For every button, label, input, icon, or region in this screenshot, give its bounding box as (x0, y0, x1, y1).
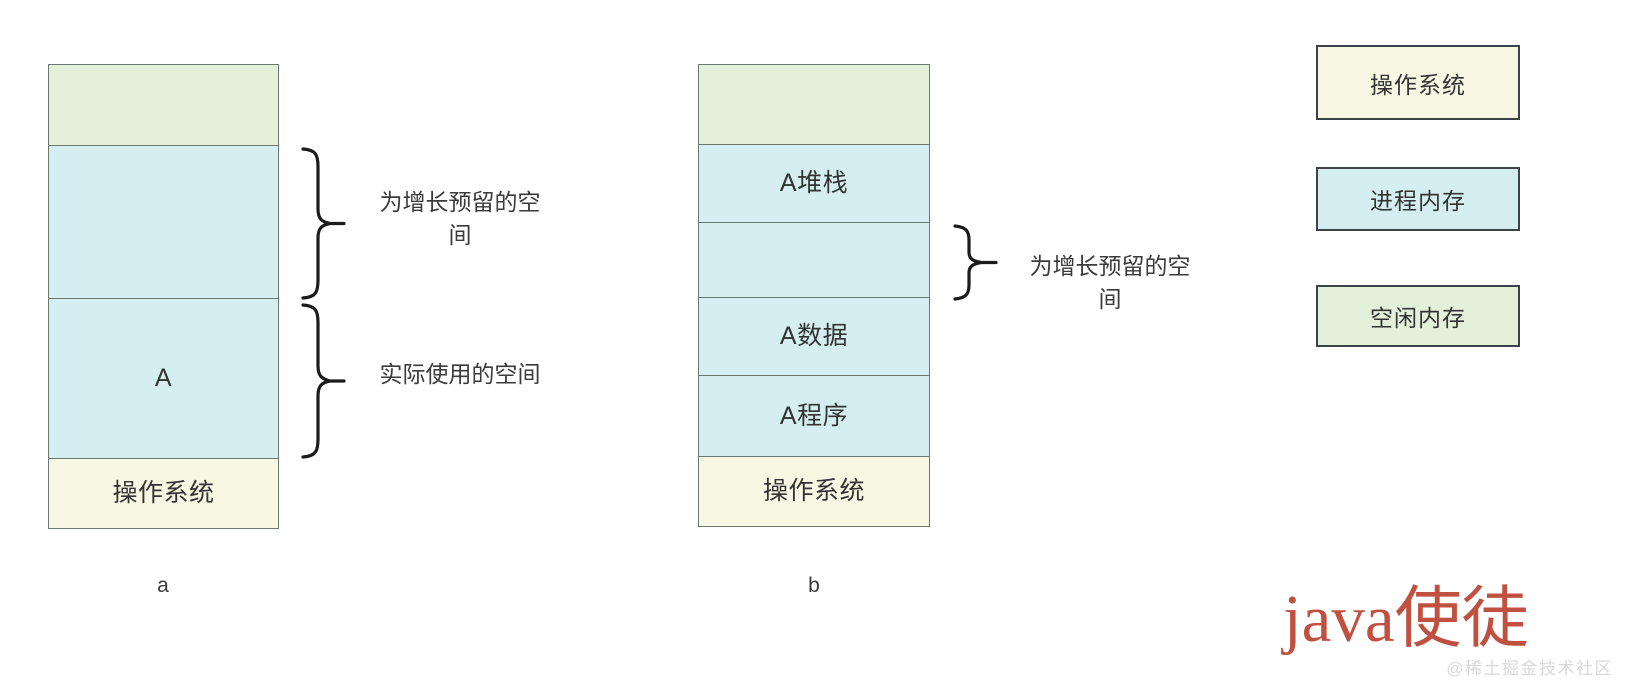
segment-b-reserved (698, 221, 930, 299)
segment-label: A堆栈 (779, 169, 849, 198)
watermark-brand: java使徒 (1283, 582, 1529, 656)
watermark: java使徒 @稀土掘金技术社区 (1283, 584, 1613, 684)
segment-a-reserved (48, 145, 279, 300)
legend-item-os: 操作系统 (1316, 45, 1520, 120)
column-a-caption: a (157, 574, 169, 597)
memory-column-b: A堆栈 A数据 A程序 操作系统 (698, 64, 930, 531)
brace-a-reserved-line1: 为增长预留的空 (379, 189, 541, 215)
segment-b-data: A数据 (698, 297, 930, 377)
brace-a-reserved-line2: 间 (448, 221, 472, 248)
brace-a-used (300, 303, 346, 459)
brace-b-reserved (952, 224, 998, 301)
segment-b-stack: A堆栈 (698, 144, 930, 224)
brace-a-used-line1: 实际使用的空间 (379, 361, 541, 387)
legend-item-process-memory: 进程内存 (1316, 167, 1520, 231)
segment-a-free (48, 64, 279, 147)
brace-a-reserved-label: 为增长预留的空 间 (360, 186, 560, 251)
column-b-caption: b (808, 574, 820, 597)
segment-a-os: 操作系统 (48, 458, 279, 530)
segment-label: A (154, 364, 173, 393)
brace-b-reserved-label: 为增长预留的空 间 (1010, 250, 1210, 315)
segment-b-program: A程序 (698, 374, 930, 458)
watermark-source: @稀土掘金技术社区 (1446, 659, 1613, 678)
brace-b-reserved-line1: 为增长预留的空 (1029, 253, 1191, 279)
brace-a-reserved (300, 147, 346, 300)
segment-label: A数据 (779, 322, 849, 351)
segment-b-free (698, 64, 930, 146)
legend-item-label: 进程内存 (1370, 188, 1466, 214)
legend-item-label: 空闲内存 (1370, 305, 1466, 331)
segment-label: 操作系统 (762, 477, 865, 506)
segment-label: A程序 (779, 401, 849, 430)
brace-a-used-label: 实际使用的空间 (360, 358, 560, 391)
memory-column-a: A 操作系统 (48, 64, 279, 531)
segment-label: 操作系统 (112, 479, 215, 508)
segment-b-os: 操作系统 (698, 456, 930, 528)
segment-a-process: A (48, 297, 279, 460)
legend-item-label: 操作系统 (1370, 71, 1466, 98)
legend-item-free-memory: 空闲内存 (1316, 285, 1520, 347)
brace-b-reserved-line2: 间 (1098, 285, 1122, 312)
